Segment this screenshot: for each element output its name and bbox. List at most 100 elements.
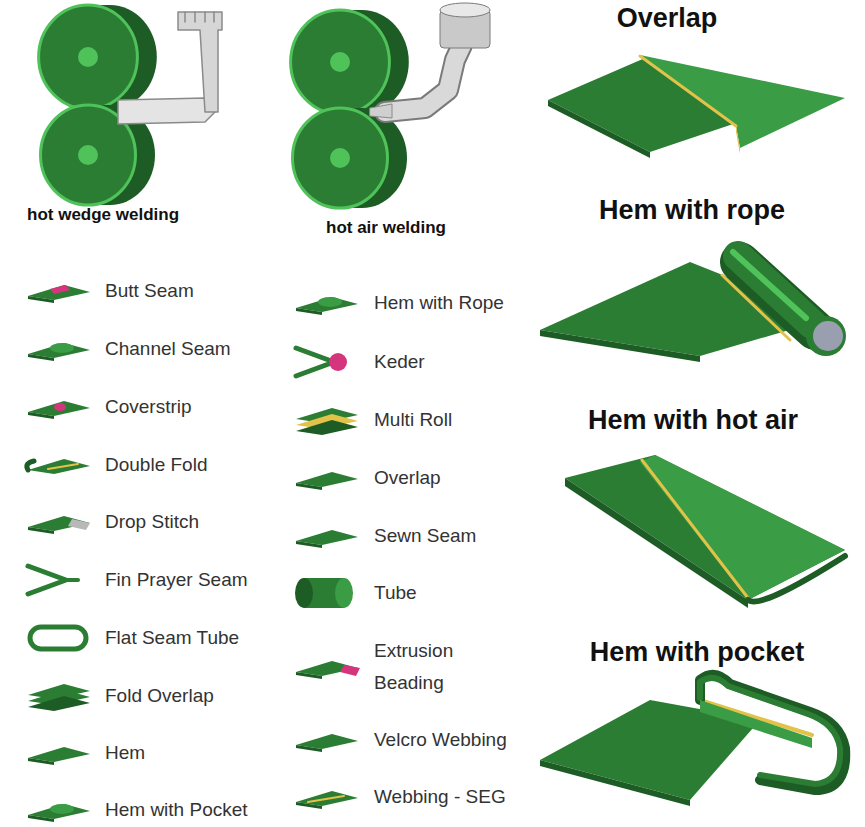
seam-icon-part: [48, 464, 78, 469]
weld-edge: [736, 126, 740, 154]
wedge-plate: [178, 12, 222, 112]
seam-icon: [296, 661, 360, 679]
seam-icon-part: [50, 285, 70, 294]
seam-icon: [28, 343, 90, 361]
seam-icon-part: [28, 815, 54, 822]
seam-icon: [296, 791, 358, 809]
air-pipe: [385, 45, 462, 112]
seam-icon-part: [340, 665, 360, 676]
seam-icon-part: [296, 420, 358, 435]
seam-icon: [27, 459, 90, 474]
seam-label: Flat Seam Tube: [105, 627, 239, 650]
weld-line: [640, 56, 736, 126]
shape: [700, 700, 812, 748]
seam-icon-part: [28, 459, 90, 474]
sheet: [640, 55, 845, 148]
seam-icon-part: [318, 297, 342, 307]
heading-label: hot air welding: [326, 218, 446, 238]
seam-label: Tube: [374, 582, 417, 605]
roller-hole: [330, 148, 350, 168]
heading-label: Hem with rope: [599, 194, 785, 226]
seam-icon: [28, 401, 90, 419]
hem-edge: [748, 556, 845, 602]
seam-icon-part: [296, 308, 322, 315]
seam-icon: [28, 285, 90, 303]
seam-icon-part: [308, 796, 344, 802]
heading-label: Hem with pocket: [590, 636, 805, 668]
heading-label: Overlap: [617, 2, 718, 34]
seam-icon-part: [28, 412, 54, 419]
heading-label: Hem with hot air: [588, 404, 798, 436]
seam-icon-part: [68, 519, 90, 530]
roller-face: [39, 5, 138, 109]
weld-line: [722, 275, 790, 340]
seam-label: Sewn Seam: [374, 525, 476, 548]
seam-label: Keder: [374, 351, 425, 374]
rope-highlight: [733, 252, 806, 318]
heading-label: hot wedge welding: [27, 205, 179, 225]
seam-icon: [296, 348, 347, 376]
roller-hole: [330, 52, 350, 72]
weld-line: [642, 460, 748, 598]
seam-icon-part: [27, 461, 34, 470]
seam-icon-part: [50, 804, 74, 814]
seam-label: Extrusion Beading: [374, 635, 484, 699]
air-pipe-outline: [385, 45, 462, 112]
seam-icon: [28, 566, 78, 594]
seam-icon-part: [28, 566, 66, 594]
seam-icon-part: [329, 353, 347, 371]
seam-label: Multi Roll: [374, 409, 452, 432]
seam-icon: [296, 297, 358, 315]
seam-label: Webbing - SEG: [374, 786, 506, 809]
air-nozzle: [370, 104, 392, 118]
heater-top: [440, 3, 490, 17]
rope-end: [806, 316, 846, 356]
roller-hole: [78, 47, 98, 67]
seam-icon: [28, 804, 90, 822]
seam-label: Velcro Webbing: [374, 729, 507, 752]
seam-icon-part: [296, 483, 322, 490]
pocket: [700, 678, 840, 784]
seam-icon: [28, 516, 90, 534]
seam-icon-part: [28, 354, 54, 361]
roller: [39, 5, 157, 109]
seam-icon: [30, 627, 86, 649]
roller-face: [293, 108, 388, 208]
seam-icon-part: [28, 696, 90, 711]
seam-label: Overlap: [374, 467, 441, 490]
seam-label: Channel Seam: [105, 338, 231, 361]
seam-icon-part: [50, 343, 74, 353]
roller-hole: [78, 145, 98, 165]
seam-icon-part: [30, 627, 86, 649]
wedge-notches: [185, 12, 214, 22]
seam-icon: [28, 684, 90, 711]
roller-face: [291, 10, 390, 114]
seam-label: Coverstrip: [105, 396, 192, 419]
rope: [813, 321, 843, 351]
roller: [293, 108, 408, 208]
seam-label: Hem with Pocket: [105, 799, 248, 822]
seam-icon: [296, 530, 358, 548]
sheet-edge: [540, 760, 690, 806]
seam-icon-part: [296, 802, 322, 809]
seam-icon-part: [296, 745, 322, 752]
pocket: [700, 675, 845, 790]
seam-icon-part: [28, 758, 54, 765]
seam-icon-part: [335, 578, 353, 608]
seam-icon-part: [296, 541, 322, 548]
roller: [291, 10, 409, 114]
seam-icon-part: [54, 403, 66, 411]
seam-icons: [27, 285, 360, 822]
seam-icon: [296, 408, 358, 435]
sheet-edge: [540, 330, 700, 362]
seam-label: Fold Overlap: [105, 685, 214, 708]
seam-icon: [295, 578, 353, 608]
seam-icon-part: [295, 578, 313, 608]
seam-icon-part: [296, 672, 322, 679]
seam-label: Double Fold: [105, 454, 207, 477]
seam-label: Hem with Rope: [374, 292, 504, 315]
seam-label: Fin Prayer Seam: [105, 569, 248, 592]
seam-icon-part: [28, 296, 54, 303]
seam-icon-part: [66, 578, 78, 582]
